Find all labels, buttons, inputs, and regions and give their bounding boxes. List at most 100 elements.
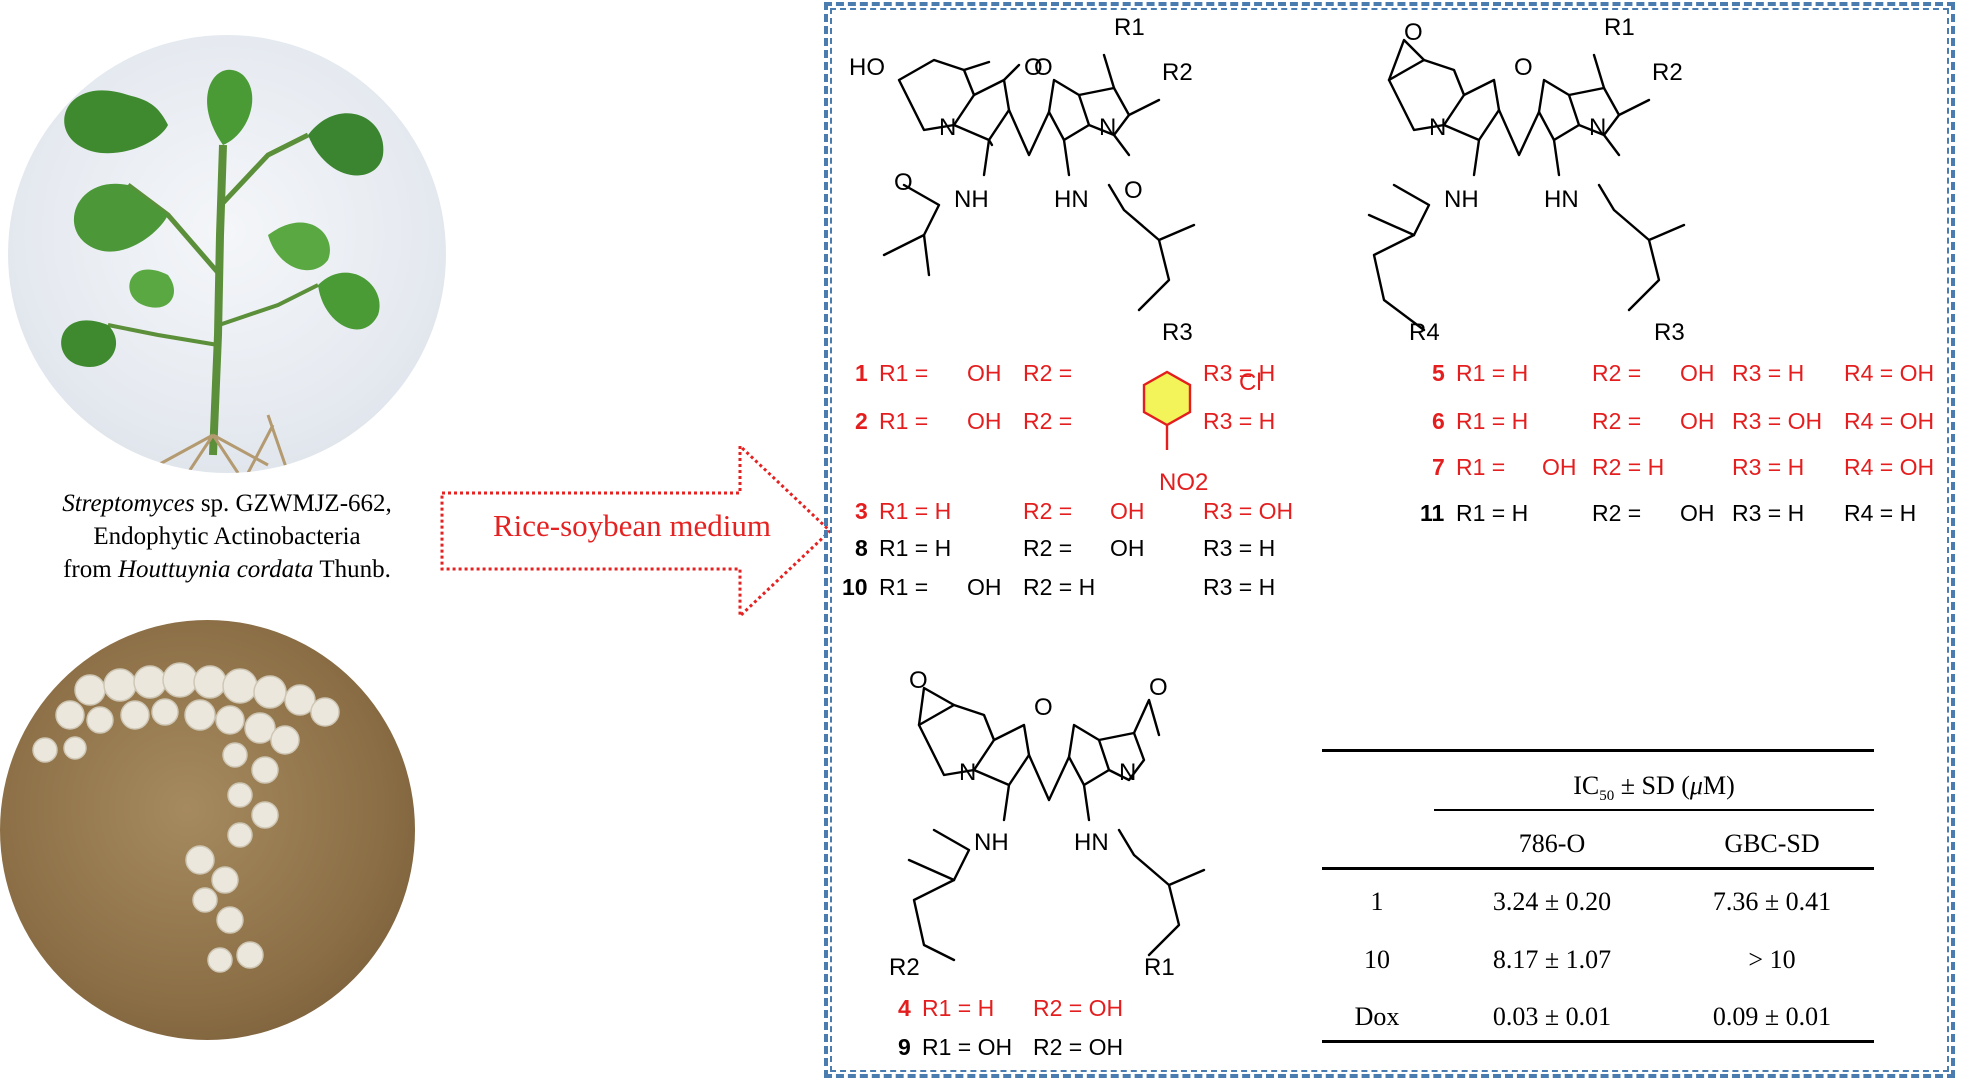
compound-number: 8 xyxy=(855,535,868,561)
r3-value: R3 = H xyxy=(1203,408,1276,434)
colony-illustration xyxy=(32,662,340,973)
compound-number: 4 xyxy=(898,995,911,1021)
r1-hash-value: OH xyxy=(967,408,1002,434)
col-786-o: 786-O xyxy=(1518,829,1586,858)
compound-number: 1 xyxy=(855,360,868,386)
col-gbc-sd: GBC-SD xyxy=(1724,829,1820,858)
compound-number: 2 xyxy=(855,408,868,434)
row-value-786: 0.03 ± 0.01 xyxy=(1492,1002,1612,1031)
header-end: M) xyxy=(1702,771,1735,800)
r3-value: R3 = H xyxy=(1732,500,1805,526)
r2-value: R2 = xyxy=(1592,408,1642,434)
label-n4: N xyxy=(1589,114,1606,141)
organism-caption: Streptomyces sp. GZWMJZ-662, Endophytic … xyxy=(12,487,442,586)
r1-hash-value: OH xyxy=(967,574,1002,600)
r1-value: R1 = H xyxy=(1456,408,1529,434)
table-bottom-rule xyxy=(1322,1040,1874,1043)
label-r1-b: R1 xyxy=(1604,14,1635,41)
r1-value: R1 = H xyxy=(1456,360,1529,386)
header-sub: 50 xyxy=(1599,788,1615,805)
medium-label: Rice-soybean medium xyxy=(492,508,772,543)
compound-number: 6 xyxy=(1432,408,1445,434)
row-label: 1 xyxy=(1370,887,1384,916)
r3-value: R3 = OH xyxy=(1203,498,1294,524)
header-ic: IC xyxy=(1573,771,1600,800)
ic50-table: IC50 ± SD (μM) 786-O GBC-SD 1 3.24 ± 0.2… xyxy=(1322,747,1874,1047)
r1-value: R1 = H xyxy=(922,995,995,1021)
label-n5: N xyxy=(959,759,976,786)
r2-value: R2 = OH xyxy=(1033,1034,1124,1060)
label-no2: NO2 xyxy=(1159,469,1208,496)
header-mu: μ xyxy=(1689,771,1703,800)
host-plant-name: Houttuynia cordata xyxy=(117,556,314,583)
chemical-structures: HO O O N N NH HN O O R1 R2 R3 Cl NO2 O O xyxy=(849,14,1686,981)
r3-value: R3 = H xyxy=(1732,454,1805,480)
label-r2-c: R2 xyxy=(889,954,920,981)
label-hn2: HN xyxy=(1544,186,1579,213)
compound-panel-border xyxy=(824,2,1955,1078)
label-cl: Cl xyxy=(1239,369,1262,396)
label-epox-o-c1: O xyxy=(909,667,928,694)
label-r3-a: R3 xyxy=(1162,319,1193,346)
compound-number: 7 xyxy=(1432,454,1445,480)
label-epox-o-c2: O xyxy=(1149,674,1168,701)
r1-hash-value: OH xyxy=(1542,454,1577,480)
compound-number: 9 xyxy=(898,1034,911,1060)
r2-value: R2 = xyxy=(1023,360,1073,386)
r3-value: R3 = H xyxy=(1203,535,1276,561)
r4-value: R4 = OH xyxy=(1844,454,1935,480)
r2-hash-value: OH xyxy=(1680,500,1715,526)
strain-id: sp. GZWMJZ-662, xyxy=(194,490,392,517)
r2-value: R2 = H xyxy=(1023,574,1096,600)
r4-value: R4 = H xyxy=(1844,500,1917,526)
r3-value: R3 = H xyxy=(1203,574,1276,600)
r1-value: R1 = OH xyxy=(922,1034,1013,1060)
label-r2-b: R2 xyxy=(1652,59,1683,86)
label-o2: O xyxy=(1034,54,1053,81)
host-author: Thunb. xyxy=(313,556,391,583)
r1-hash-value: OH xyxy=(967,360,1002,386)
row-value-786: 8.17 ± 1.07 xyxy=(1492,945,1612,974)
petri-dish-photo xyxy=(0,620,415,1040)
label-o4: O xyxy=(1124,177,1143,204)
label-n6: N xyxy=(1119,759,1136,786)
r2-value: R2 = xyxy=(1023,408,1073,434)
compound-number: 10 xyxy=(842,574,868,600)
plant-illustration xyxy=(61,69,384,473)
r2-hash-value: OH xyxy=(1110,498,1145,524)
table-header: IC50 ± SD (μM) xyxy=(1434,771,1874,805)
r2-hash-value: OH xyxy=(1680,360,1715,386)
label-n3: N xyxy=(1429,114,1446,141)
r1-value: R1 = H xyxy=(1456,500,1529,526)
table-mid-rule xyxy=(1434,809,1874,811)
r3-value: R3 = H xyxy=(1203,360,1276,386)
r1-value: R1 = xyxy=(1456,454,1506,480)
r2-value: R2 = xyxy=(1023,535,1073,561)
label-r1-a: R1 xyxy=(1114,14,1145,41)
row-value-786: 3.24 ± 0.20 xyxy=(1492,887,1612,916)
label-nh3: NH xyxy=(974,829,1009,856)
r3-value: R3 = OH xyxy=(1732,408,1823,434)
compound-number: 5 xyxy=(1432,360,1445,386)
r1-value: R1 = H xyxy=(879,498,952,524)
row-value-gbc: 0.09 ± 0.01 xyxy=(1712,1002,1832,1031)
r4-value: R4 = OH xyxy=(1844,360,1935,386)
r2-value: R2 = H xyxy=(1592,454,1665,480)
compound-panel-inner-border xyxy=(830,8,1949,1072)
row-label: 10 xyxy=(1364,945,1390,974)
r1-value: R1 = H xyxy=(879,535,952,561)
label-r4-b: R4 xyxy=(1409,319,1440,346)
label-hn1: HN xyxy=(1054,186,1089,213)
compound-number: 11 xyxy=(1420,500,1445,526)
nitrophenyl-ring xyxy=(1142,370,1192,450)
r1-value: R1 = xyxy=(879,360,929,386)
r2-hash-value: OH xyxy=(1680,408,1715,434)
label-r2-a: R2 xyxy=(1162,59,1193,86)
label-nh2: NH xyxy=(1444,186,1479,213)
label-epox-o-b: O xyxy=(1404,19,1423,46)
genus-name: Streptomyces xyxy=(62,490,195,517)
r1-value: R1 = xyxy=(879,574,929,600)
header-rest: ± SD ( xyxy=(1614,771,1690,800)
table-top-rule xyxy=(1322,749,1874,752)
label-ho: HO xyxy=(849,54,885,81)
